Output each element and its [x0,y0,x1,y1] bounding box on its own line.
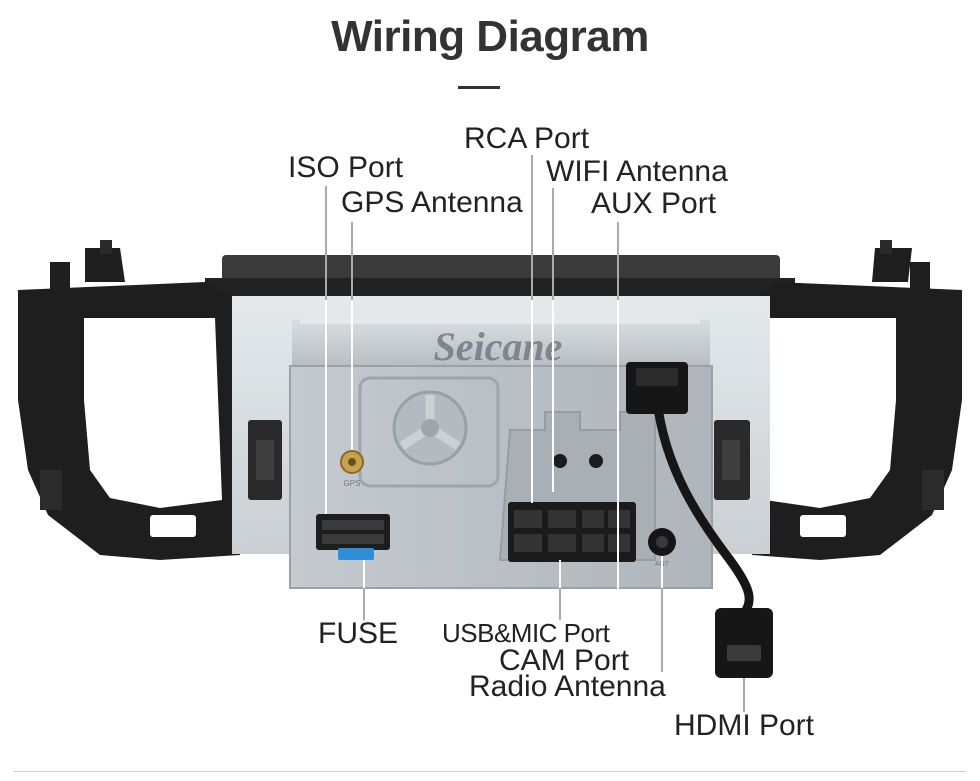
label-iso-port: ISO Port [288,151,404,184]
fan-emblem [358,376,500,488]
top-bezel [205,255,795,298]
right-mounting-frame [750,240,962,560]
label-radio-antenna: Radio Antenna [469,670,666,703]
fuse [338,548,374,560]
brand-watermark: Seicane [434,324,563,369]
hdmi-cable [652,395,773,678]
label-usb-mic-port: USB&MIC Port [442,618,610,648]
page-title: Wiring Diagram [331,12,649,61]
footer-divider [14,771,966,772]
iso-connector [316,514,390,550]
label-wifi-antenna: WIFI Antenna [546,155,728,188]
rear-connector-block [508,502,636,562]
gps-antenna-connector: GPS [340,450,364,488]
label-rca-port: RCA Port [464,122,590,155]
title-underline [458,86,500,89]
aux-plug [626,362,688,414]
label-fuse: FUSE [318,617,399,650]
side-clips [248,420,750,500]
label-gps-antenna: GPS Antenna [341,186,523,219]
gps-mark: GPS [344,479,361,488]
left-mounting-frame [18,240,240,560]
label-hdmi-port: HDMI Port [674,709,815,742]
leader-lines-outside [325,155,745,712]
label-aux-port: AUX Port [591,187,717,220]
label-cam-port: CAM Port [499,644,630,677]
